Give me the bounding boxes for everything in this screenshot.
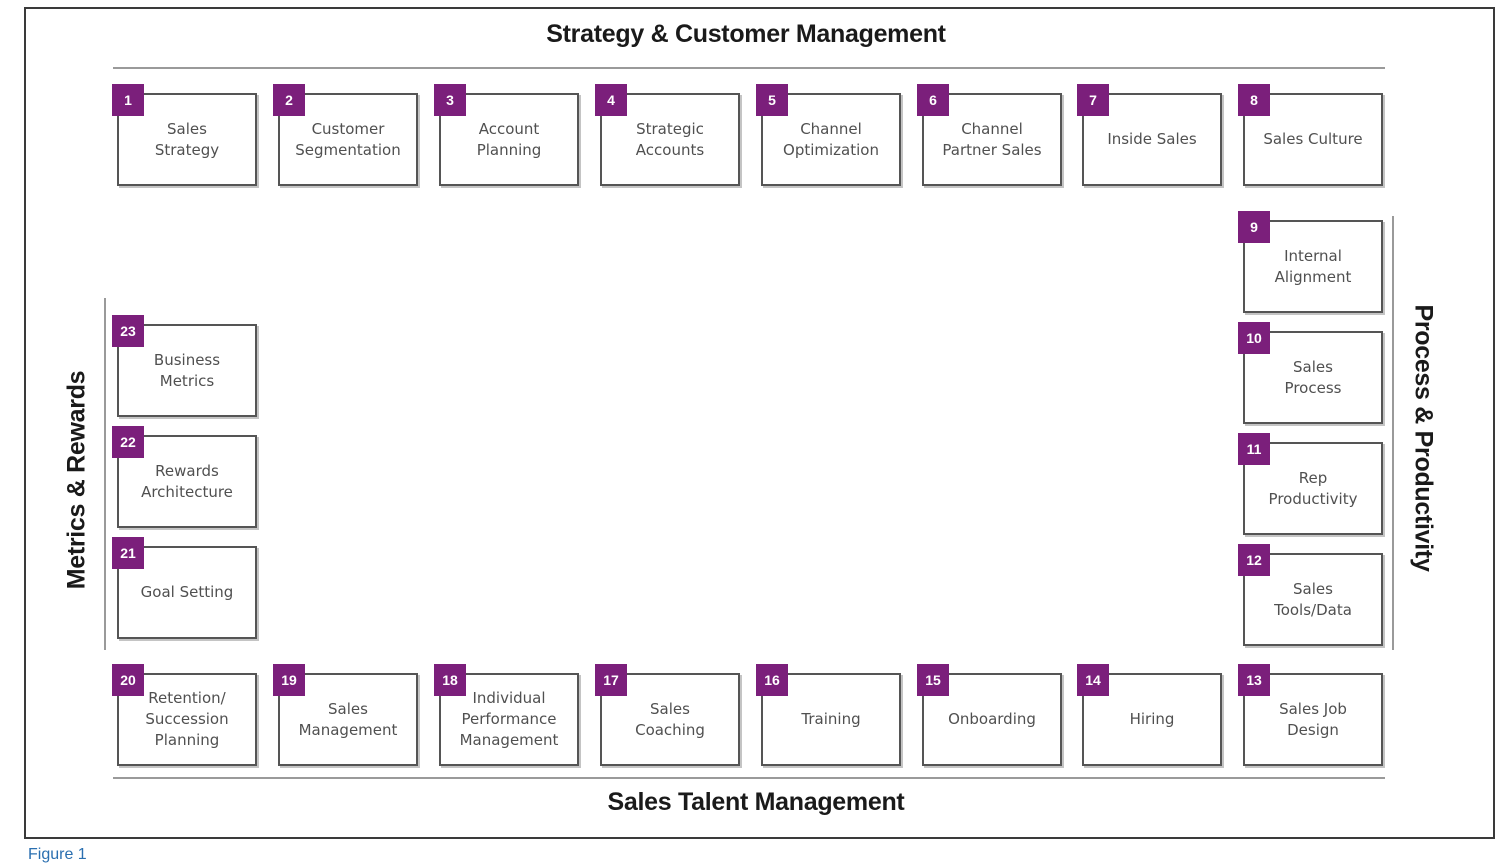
box-number-badge: 23 [112, 315, 144, 347]
box-label: Sales Process [1284, 357, 1342, 397]
process-box: Internal Alignment [1243, 220, 1383, 313]
process-box: Business Metrics [117, 324, 257, 417]
box-number-badge: 6 [917, 84, 949, 116]
box-label: Rewards Architecture [141, 461, 233, 501]
section-rule-right [1392, 216, 1394, 650]
box-label: Rep Productivity [1268, 468, 1358, 508]
box-number-badge: 11 [1238, 433, 1270, 465]
box-label: Customer Segmentation [295, 119, 401, 159]
box-number-badge: 9 [1238, 211, 1270, 243]
box-label: Individual Performance Management [459, 689, 559, 749]
box-label: Retention/ Succession Planning [145, 689, 229, 749]
box-number-badge: 3 [434, 84, 466, 116]
process-box: Individual Performance Management [439, 673, 579, 766]
box-number-badge: 19 [273, 664, 305, 696]
box-label: Account Planning [476, 119, 542, 159]
box-label: Internal Alignment [1274, 246, 1352, 286]
box-number-badge: 20 [112, 664, 144, 696]
section-title-right: Process & Productivity [1409, 304, 1438, 572]
box-number-badge: 10 [1238, 322, 1270, 354]
box-number-badge: 16 [756, 664, 788, 696]
section-title-top: Strategy & Customer Management [546, 20, 946, 48]
box-number-badge: 17 [595, 664, 627, 696]
figure-caption: Figure 1 [28, 846, 87, 863]
box-label: Sales Management [298, 699, 398, 739]
box-number-badge: 5 [756, 84, 788, 116]
box-label: Sales Tools/Data [1274, 579, 1352, 619]
box-number-badge: 14 [1077, 664, 1109, 696]
box-label: Business Metrics [153, 350, 221, 390]
box-label: Hiring [1129, 710, 1175, 728]
box-number-badge: 18 [434, 664, 466, 696]
process-box: Sales Process [1243, 331, 1383, 424]
box-label: Onboarding [948, 710, 1036, 728]
box-label: Sales Strategy [154, 119, 220, 159]
section-rule-bottom [113, 777, 1385, 779]
section-rule-left [104, 298, 106, 650]
box-label: Sales Job Design [1279, 699, 1347, 739]
box-number-badge: 12 [1238, 544, 1270, 576]
section-title-bottom: Sales Talent Management [607, 788, 905, 816]
section-rule-top [113, 67, 1385, 69]
box-number-badge: 4 [595, 84, 627, 116]
box-label: Channel Optimization [783, 119, 879, 159]
box-label: Inside Sales [1107, 130, 1197, 148]
box-number-badge: 13 [1238, 664, 1270, 696]
box-number-badge: 1 [112, 84, 144, 116]
box-number-badge: 21 [112, 537, 144, 569]
box-label: Channel Partner Sales [942, 119, 1042, 159]
box-label: Sales Coaching [635, 699, 705, 739]
box-label: Goal Setting [140, 583, 234, 601]
box-number-badge: 15 [917, 664, 949, 696]
section-title-left: Metrics & Rewards [62, 370, 91, 590]
box-label: Strategic Accounts [635, 119, 705, 159]
box-label: Training [801, 710, 861, 728]
process-box: Retention/ Succession Planning [117, 673, 257, 766]
box-number-badge: 2 [273, 84, 305, 116]
box-number-badge: 7 [1077, 84, 1109, 116]
box-number-badge: 8 [1238, 84, 1270, 116]
box-number-badge: 22 [112, 426, 144, 458]
box-label: Sales Culture [1263, 130, 1363, 148]
